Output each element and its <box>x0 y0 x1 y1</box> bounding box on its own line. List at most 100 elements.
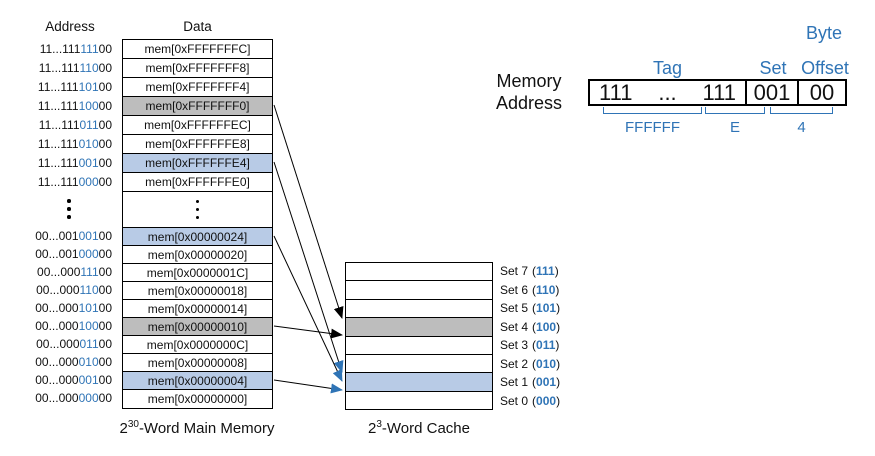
ellipsis-dot <box>195 215 200 220</box>
cache-set-label: Set 1(001) <box>500 373 560 392</box>
paren-open: ( <box>532 301 537 316</box>
cache-set-name: Set 4 <box>500 319 529 334</box>
arrow-00000024-to-set1 <box>273 235 343 382</box>
paren-close: ) <box>555 282 560 297</box>
address-bits: 00 <box>98 136 112 151</box>
ellipsis-dot <box>195 207 200 212</box>
tag-bits-right: 111 <box>702 79 736 105</box>
address-bits: 00...000 <box>35 301 79 315</box>
ellipsis-dot <box>67 199 71 203</box>
paren-close: ) <box>554 264 559 279</box>
address-bits: 00 <box>98 319 112 333</box>
arrow-ffffffe4-to-set1 <box>273 161 344 373</box>
address-bits: 00...001 <box>35 247 79 261</box>
cache-set-name: Set 1 <box>500 375 529 390</box>
address-bits: 00 <box>98 174 112 189</box>
address-bits: 00...001 <box>35 229 79 243</box>
address-bits: 00 <box>98 247 112 261</box>
paren-open: ( <box>532 319 537 334</box>
address-column-header: Address <box>45 19 95 34</box>
cache-set-label: Set 0(000) <box>500 392 560 411</box>
memory-data-cell: mem[0xFFFFFFF0] <box>123 97 272 116</box>
address-set-bits: 011 <box>79 337 99 351</box>
address-bits: 00...000 <box>37 265 81 279</box>
paren-open: ( <box>532 375 537 390</box>
address-bits: 11...111 <box>37 155 79 170</box>
cache-set-row <box>346 391 492 409</box>
vertical-ellipsis <box>67 199 71 219</box>
hex-bracket-low <box>770 107 833 114</box>
address-set-bits: 100 <box>78 319 99 333</box>
arrow-fffffff0-to-set4 <box>273 104 344 319</box>
address-ellipsis-row <box>0 191 112 227</box>
address-set-bits: 001 <box>78 155 99 170</box>
memory-data-cell: mem[0x00000000] <box>123 390 272 408</box>
address-bits: 00 <box>98 155 112 170</box>
address-set-bits: 101 <box>78 301 99 315</box>
ellipsis-dot <box>67 215 71 219</box>
cache-set-name: Set 7 <box>500 264 529 279</box>
address-set-bits: 011 <box>79 117 99 132</box>
cache-set-bits: 001 <box>536 375 557 390</box>
address-bits: 00...000 <box>36 337 80 351</box>
address-bits: 11...111 <box>37 98 79 113</box>
paren-close: ) <box>556 393 561 408</box>
address-bits: 00 <box>98 98 112 113</box>
memory-data-cell: mem[0xFFFFFFE8] <box>123 135 272 154</box>
cache-set-row <box>346 373 492 392</box>
address-bits: 00 <box>98 265 112 279</box>
memory-data-cell: mem[0x00000018] <box>123 282 272 300</box>
memory-data-cell: mem[0x00000014] <box>123 300 272 318</box>
tag-field-label: Tag <box>652 58 683 78</box>
cache-set-row <box>346 299 492 319</box>
cache-set-bits: 000 <box>536 393 557 408</box>
paren-close: ) <box>556 375 561 390</box>
byte-field-label: Byte <box>806 23 843 43</box>
address-bits: 00...000 <box>35 391 79 405</box>
memory-address-label: Memory Address <box>495 71 563 113</box>
cache-set-label: Set 5(101) <box>500 299 560 318</box>
cache-set-label: Set 6(110) <box>500 281 560 300</box>
cache-set-bits: 111 <box>536 264 555 279</box>
address-set-bits: 101 <box>78 79 99 94</box>
paren-close: ) <box>556 356 561 371</box>
address-set-bits: 110 <box>79 283 99 297</box>
address-bits: 00 <box>98 117 112 132</box>
ellipsis-dot <box>67 207 71 211</box>
address-bits: 00 <box>98 391 112 405</box>
cache-set-row <box>346 318 492 337</box>
memory-data-cell: mem[0x00000024] <box>123 228 272 246</box>
offset-field-label: Offset <box>801 58 849 78</box>
hex-value-mid: E <box>729 119 740 136</box>
address-bits: 11...111 <box>37 174 79 189</box>
memory-data-cell: mem[0xFFFFFFF8] <box>123 59 272 78</box>
paren-close: ) <box>556 301 561 316</box>
address-bits: 11...111 <box>39 41 81 56</box>
cache-set-label: Set 4(100) <box>500 318 560 337</box>
paren-open: ( <box>532 282 537 297</box>
address-bits: 11...111 <box>37 79 79 94</box>
memory-data-cell: mem[0x00000004] <box>123 372 272 390</box>
memory-data-cell: mem[0x00000010] <box>123 318 272 336</box>
address-bits: 00 <box>98 41 112 56</box>
address-bits: 00 <box>98 301 112 315</box>
address-bits: 00 <box>98 337 112 351</box>
address-bits: 00 <box>98 355 112 369</box>
arrow-00000004-to-set1 <box>273 379 343 394</box>
paren-open: ( <box>532 264 537 279</box>
address-set-bits: 111 <box>80 41 99 56</box>
address-bits: 00...000 <box>35 373 79 387</box>
address-set-bits: 000 <box>78 247 99 261</box>
